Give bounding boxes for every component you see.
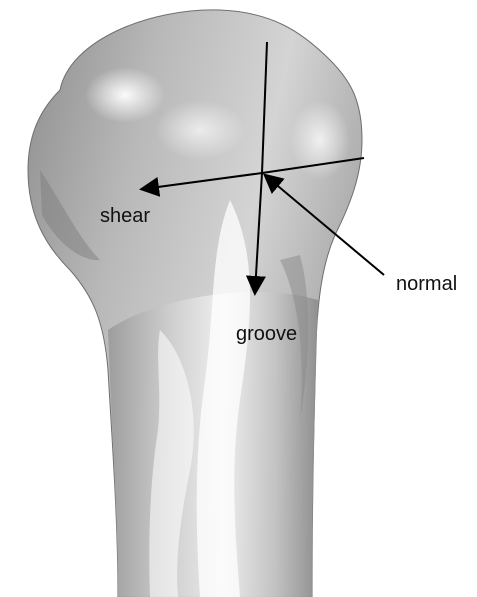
- head-highlight: [155, 100, 245, 160]
- head-highlight: [85, 67, 165, 123]
- groove-label: groove: [236, 323, 297, 345]
- normal-label: normal: [396, 273, 457, 295]
- shear-label: shear: [100, 205, 150, 227]
- humerus-bone: [28, 10, 362, 597]
